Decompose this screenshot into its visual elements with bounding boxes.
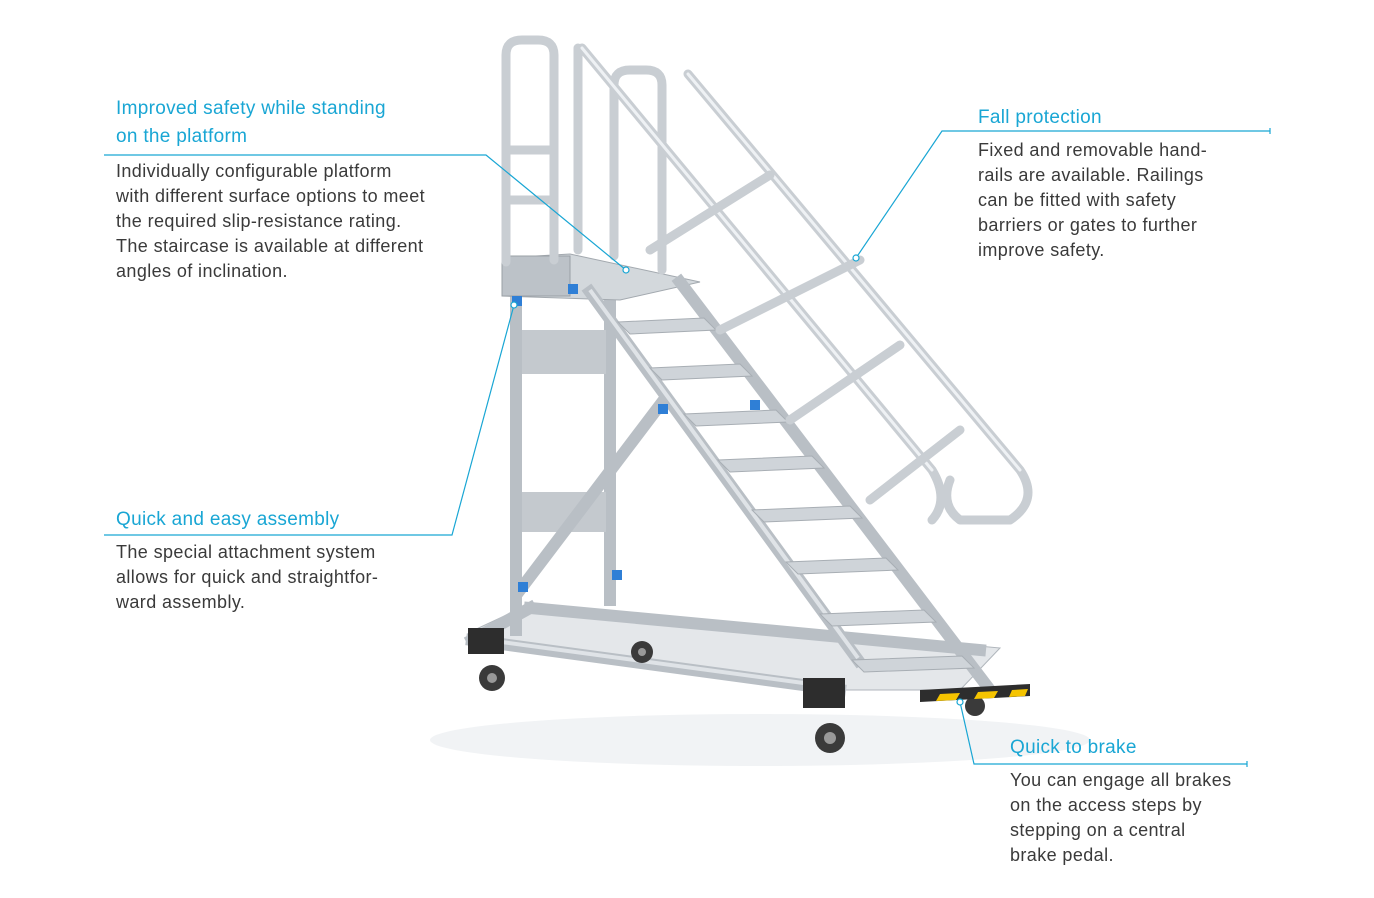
leader-line-assembly [104,304,515,536]
leader-line-safety [104,154,627,271]
connector-joint [512,296,522,306]
caster-wheel [965,696,985,716]
connector-joints [512,284,760,592]
leader-dot [510,301,518,309]
leader-dot [622,266,630,274]
connector-joint [612,570,622,580]
leader-dot [956,698,964,706]
caster-wheels [479,641,985,753]
callout-body: Individually configurable platform with … [116,161,426,281]
stair-steps [616,317,976,673]
tower-panel [522,330,606,374]
stair-handrail [577,43,1033,525]
base-end-cap-left [468,628,504,654]
base-end-cap-right [803,678,845,708]
callout-body: Fixed and removable hand- rails are avai… [978,140,1208,260]
callout-quick-brake: Quick to brake You can engage all brakes… [1010,734,1270,868]
connector-joint [658,404,668,414]
callout-leader-lines [104,128,1271,767]
platform-handrail [501,35,667,275]
connector-joint [518,582,528,592]
callout-title: Fall protection [978,107,1102,128]
leader-dot [852,254,860,262]
callout-fall-protection: Fall protection Fixed and removable hand… [978,104,1268,263]
callout-title: Improved safety while standing on the pl… [116,98,386,147]
callout-platform-safety: Improved safety while standing on the pl… [116,95,476,284]
connector-joint [750,400,760,410]
leader-line-fall [855,130,1270,259]
callout-body: The special attachment system allows for… [116,542,379,612]
connector-joint [568,284,578,294]
callout-body: You can engage all brakes on the access … [1010,770,1232,865]
rear-tower [510,294,669,636]
ground-shadow [430,714,1090,766]
platform [501,253,701,301]
stair-stringers [581,273,999,699]
brake-pedal [920,684,1030,702]
callout-title: Quick to brake [1010,737,1137,758]
callout-easy-assembly: Quick and easy assembly The special atta… [116,506,436,615]
leader-line-brake [959,701,1247,765]
callout-title: Quick and easy assembly [116,509,340,530]
